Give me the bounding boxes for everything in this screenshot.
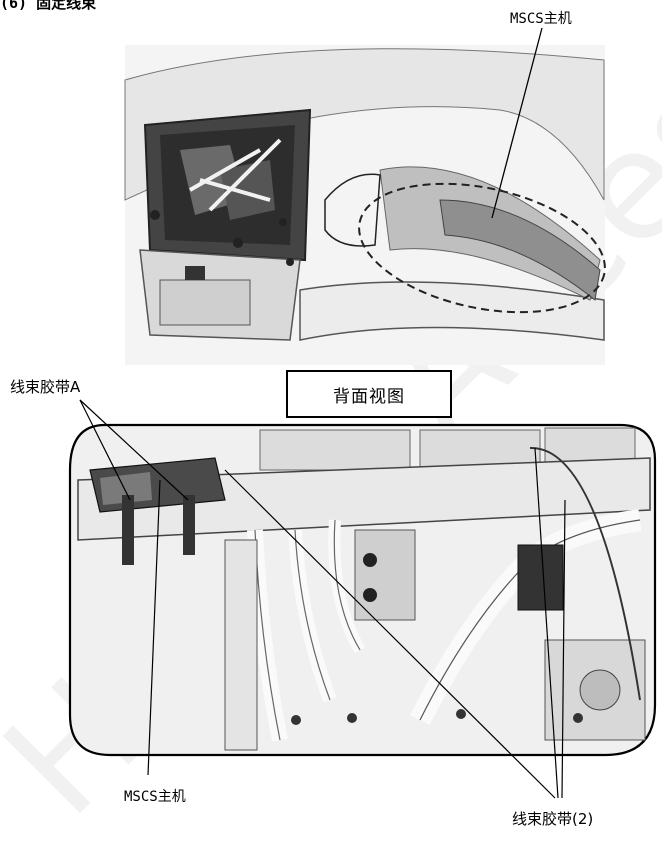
top-callout-mscs: MSCS主机 xyxy=(510,11,572,27)
back-view-title: 背面视图 xyxy=(286,370,452,418)
callout-band-a: 线束胶带A xyxy=(10,378,81,396)
callout-band-2: 线束胶带(2) xyxy=(512,810,594,828)
step-header: (6) 固定线束 xyxy=(0,0,97,12)
callout-mscs-unit: MSCS主机 xyxy=(124,789,186,805)
